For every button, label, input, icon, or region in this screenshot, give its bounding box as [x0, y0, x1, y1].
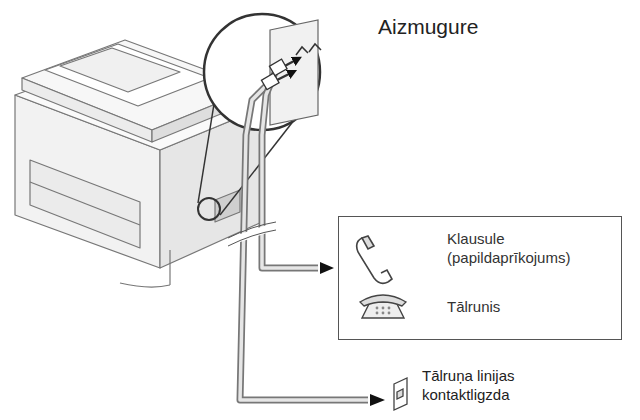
arrow-head — [370, 394, 385, 406]
device-box: Klausule (papildaprīkojums) Tālrunis — [338, 216, 622, 340]
port-panel — [270, 20, 321, 125]
telephone-icon — [360, 295, 406, 318]
socket-label: Tālruņa linijas kontaktligzda — [422, 366, 602, 404]
device-label: Klausule (papildaprīkojums) — [447, 229, 613, 267]
arrow-head — [320, 262, 334, 274]
view-title: Aizmugure — [378, 14, 578, 39]
handset-icon — [357, 236, 392, 283]
device-label: Tālrunis — [447, 297, 613, 316]
plugs — [261, 59, 287, 90]
break-mark — [228, 222, 276, 246]
wall-socket-icon — [394, 378, 407, 410]
detail-marker — [198, 198, 220, 220]
